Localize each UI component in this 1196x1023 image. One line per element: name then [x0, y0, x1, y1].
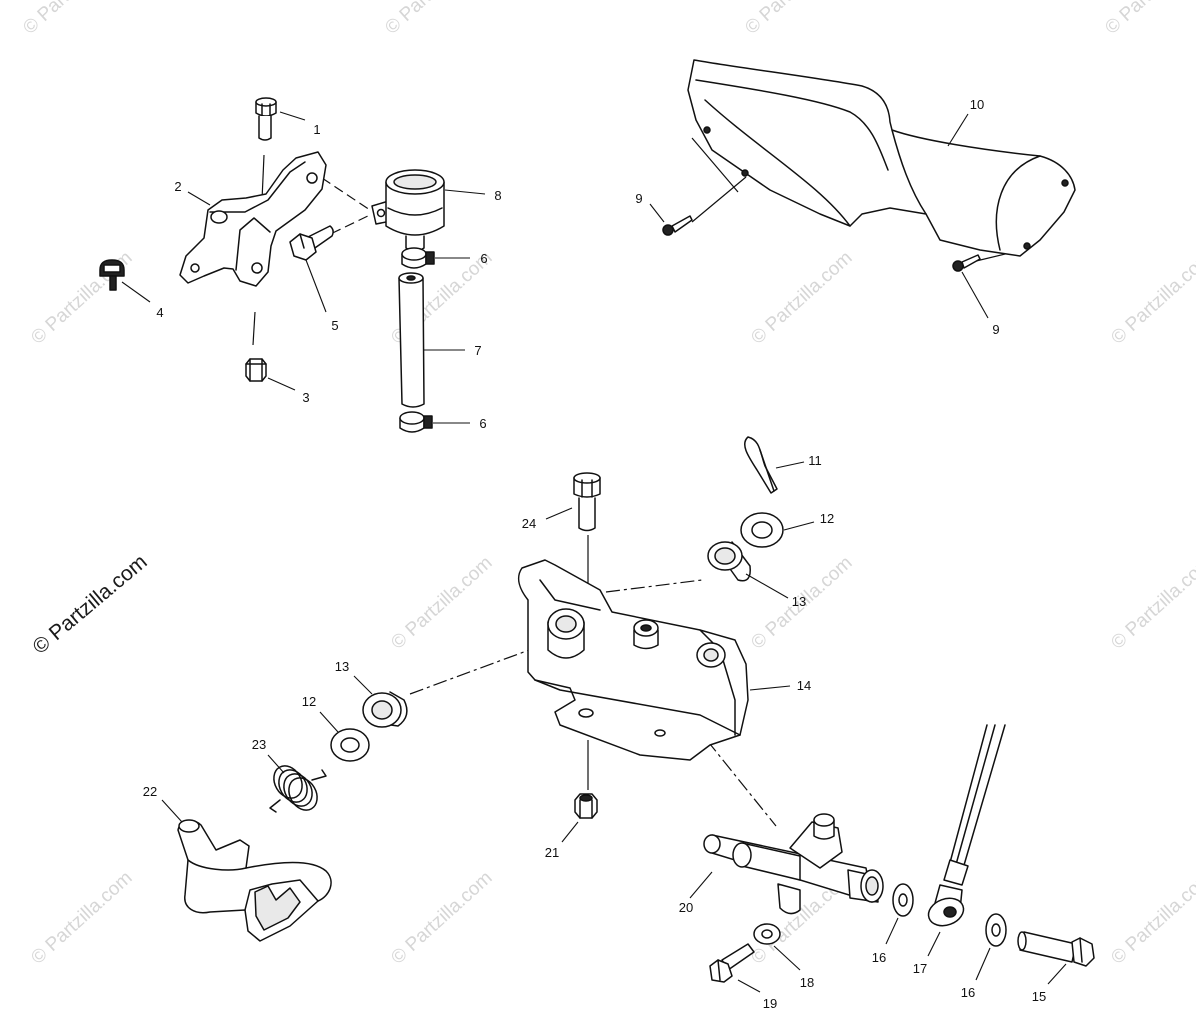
callout-6-lower: 6	[479, 416, 486, 431]
part-hose-clamp-6-lower	[399, 411, 433, 433]
part-nut-3	[245, 358, 267, 382]
part-bolt-1	[255, 97, 277, 141]
callout-9-left: 9	[635, 191, 642, 206]
watermark: © Partzilla.com	[27, 867, 136, 968]
part-spring-23	[269, 765, 327, 813]
callout-21: 21	[545, 845, 559, 860]
callout-5: 5	[331, 318, 338, 333]
part-clip-4	[99, 259, 125, 291]
part-bolt-5	[289, 225, 334, 261]
callout-13-upper: 13	[792, 594, 806, 609]
callout-9-right: 9	[992, 322, 999, 337]
part-washer-16-left	[892, 883, 914, 917]
part-washer-18	[753, 923, 781, 945]
part-rod-end-17	[927, 724, 1006, 927]
part-nut-21	[574, 793, 598, 819]
part-bushing-13-lower	[362, 691, 408, 728]
watermark: © Partzilla.com	[387, 552, 496, 653]
part-cover-10	[687, 59, 1076, 257]
part-hose-7	[398, 272, 425, 408]
callout-15: 15	[1032, 989, 1046, 1004]
callout-16-right: 16	[961, 985, 975, 1000]
callout-8: 8	[494, 188, 501, 203]
callout-22: 22	[143, 784, 157, 799]
part-screw-9-left	[662, 215, 693, 236]
part-washer-12-upper	[740, 512, 784, 548]
callout-13-lower: 13	[335, 659, 349, 674]
part-bolt-24	[573, 472, 601, 532]
callout-20: 20	[679, 900, 693, 915]
callout-2: 2	[174, 179, 181, 194]
watermark: © Partzilla.com	[1107, 867, 1196, 968]
watermark: © Partzilla.com	[1107, 247, 1196, 348]
watermark: © Partzilla.com	[741, 0, 850, 39]
part-cotter-pin-11	[744, 436, 778, 494]
callout-14: 14	[797, 678, 811, 693]
part-bracket-2	[179, 151, 327, 287]
watermark-main: © Partzilla.com	[28, 550, 151, 659]
callout-12-upper: 12	[820, 511, 834, 526]
callout-6-upper: 6	[480, 251, 487, 266]
part-bolt-15	[1017, 931, 1095, 967]
callout-24: 24	[522, 516, 536, 531]
callout-12-lower: 12	[302, 694, 316, 709]
part-bushing-13-upper	[707, 541, 751, 582]
part-screw-9-right	[952, 254, 981, 272]
part-reservoir-8	[371, 169, 445, 252]
part-shaft-20	[703, 813, 884, 915]
leader-lines	[121, 111, 1067, 993]
callout-23: 23	[252, 737, 266, 752]
watermark: © Partzilla.com	[19, 0, 128, 39]
watermark: © Partzilla.com	[387, 867, 496, 968]
callout-3: 3	[302, 390, 309, 405]
part-bolt-19	[709, 943, 755, 983]
watermark: © Partzilla.com	[1101, 0, 1196, 39]
part-washer-12-lower	[330, 728, 370, 762]
part-washer-16-right	[985, 913, 1007, 947]
callout-10: 10	[970, 97, 984, 112]
callouts: 1 2 8 4 5 6 7 3 6 10 9 9 11 12 24 13 14 …	[143, 97, 1046, 1011]
callout-17: 17	[913, 961, 927, 976]
callout-18: 18	[800, 975, 814, 990]
part-bracket-14	[517, 559, 749, 761]
callout-16-left: 16	[872, 950, 886, 965]
part-hose-clamp-6-upper	[401, 247, 435, 269]
callout-4: 4	[156, 305, 163, 320]
callout-11: 11	[808, 453, 822, 468]
watermark: © Partzilla.com	[747, 247, 856, 348]
callout-1: 1	[313, 122, 320, 137]
watermark: © Partzilla.com	[1107, 552, 1196, 653]
part-lever-22	[177, 819, 332, 942]
watermark: © Partzilla.com	[381, 0, 490, 39]
callout-19: 19	[763, 996, 777, 1011]
callout-7: 7	[474, 343, 481, 358]
